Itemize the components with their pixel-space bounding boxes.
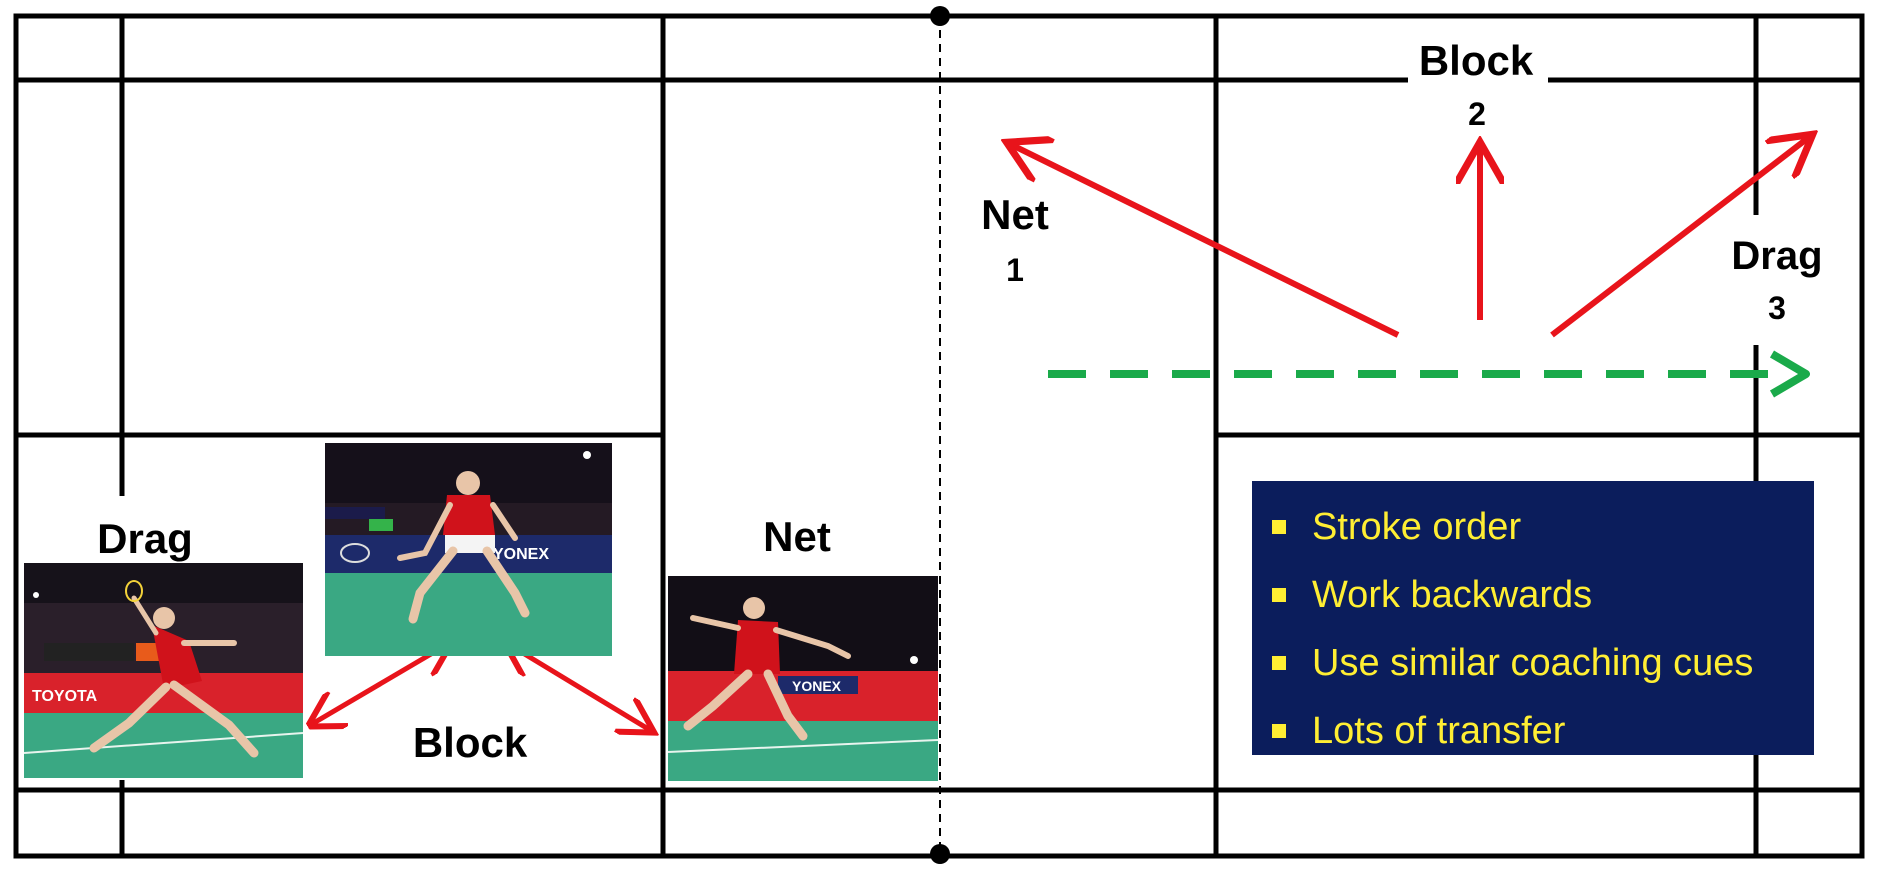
net-option-label: Net [981, 191, 1049, 238]
net-post-top [930, 6, 950, 26]
drag-player-photo: TOYOTA [24, 563, 303, 778]
key-point-text: Stroke order [1312, 506, 1522, 548]
block-net-arrow [508, 644, 650, 730]
net-arrow [1012, 145, 1400, 338]
net-player-photo: YONEX [668, 576, 938, 781]
key-point-text: Lots of transfer [1312, 710, 1566, 752]
drag-arrow [1550, 138, 1808, 338]
key-point-text: Work backwards [1312, 574, 1593, 616]
bullet-icon [1272, 520, 1286, 534]
key-point-item: Lots of transfer [1272, 697, 1814, 765]
key-points-box: Stroke order Work backwards Use similar … [1252, 481, 1814, 755]
block-player-photo: YONEX [325, 443, 612, 656]
net-option-number: 1 [1006, 252, 1024, 288]
yonex-board-text-2: YONEX [792, 678, 842, 694]
block-option-number: 2 [1468, 96, 1486, 132]
block-label-bottom: Block [412, 719, 528, 766]
block-option-label: Block [1418, 37, 1534, 84]
key-point-item: Stroke order [1272, 493, 1814, 561]
drag-option-number: 3 [1768, 290, 1786, 326]
drag-label-bg [1722, 222, 1794, 340]
drag-label-left: Drag [97, 515, 193, 562]
green-arrow-head [1769, 350, 1810, 398]
yonex-board-text-1: YONEX [493, 546, 549, 563]
net-label-center: Net [763, 513, 831, 560]
key-point-item: Use similar coaching cues [1272, 629, 1814, 697]
drag-block-arrow [312, 644, 448, 724]
key-points-list: Stroke order Work backwards Use similar … [1252, 481, 1814, 765]
bullet-icon [1272, 656, 1286, 670]
bullet-icon [1272, 588, 1286, 602]
block-label-bg [1408, 40, 1548, 136]
bullet-icon [1272, 724, 1286, 738]
key-point-text: Use similar coaching cues [1312, 642, 1754, 684]
toyota-board-text: TOYOTA [32, 688, 98, 705]
key-point-item: Work backwards [1272, 561, 1814, 629]
drag-option-label: Drag [1731, 234, 1823, 278]
net-post-bottom [930, 844, 950, 864]
